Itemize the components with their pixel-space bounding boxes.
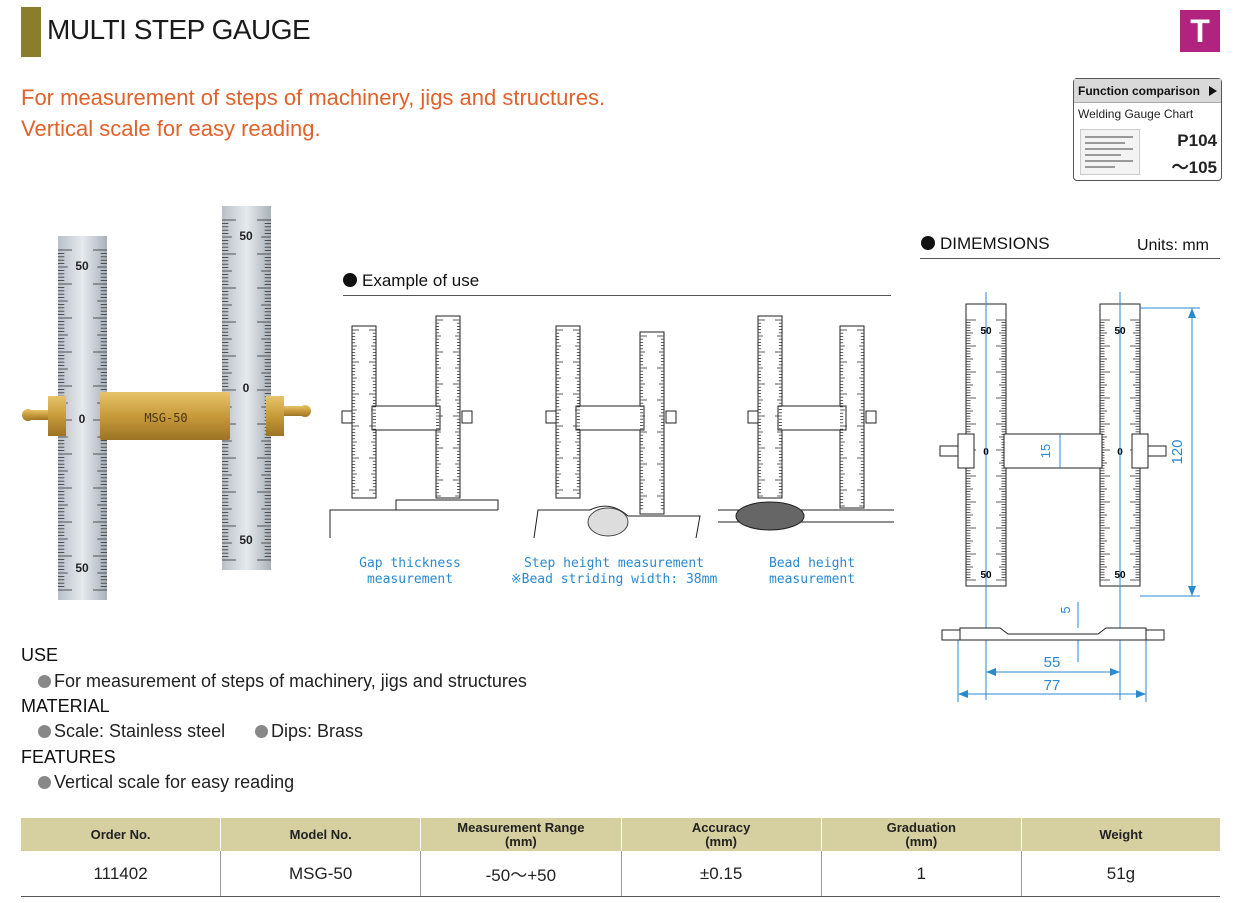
caption-step-height: Step height measurement※Bead striding wi… — [510, 556, 718, 587]
cell-model-no: MSG-50 — [220, 851, 422, 897]
material-item-dips: Dips: Brass — [255, 721, 363, 742]
tagline-line-1: For measurement of steps of machinery, j… — [21, 85, 606, 110]
col-order-no: Order No. — [21, 818, 222, 851]
bullet-icon — [38, 675, 51, 688]
dim-top-view — [959, 627, 1147, 641]
dim-slider — [1003, 433, 1103, 469]
spec-table-header-row: Order No. Model No. Measurement Range(mm… — [21, 818, 1220, 851]
features-item: Vertical scale for easy reading — [38, 772, 294, 793]
right-dip — [266, 396, 284, 436]
chart-thumbnail-icon — [1080, 129, 1140, 175]
example-divider — [343, 295, 891, 296]
right-screw — [284, 406, 306, 416]
function-comparison-subtitle: Welding Gauge Chart — [1078, 107, 1194, 121]
use-heading: USE — [21, 645, 59, 665]
col-weight: Weight — [1021, 818, 1220, 851]
function-comparison-box[interactable]: Function comparison Welding Gauge Chart … — [1073, 78, 1222, 181]
left-scale-top-number: 50 — [75, 259, 89, 273]
example-gap-thickness — [329, 315, 499, 538]
right-scale-top-number: 50 — [239, 229, 253, 243]
model-engraving: MSG-50 — [144, 411, 187, 425]
units-label: Units: mm — [1137, 237, 1209, 254]
right-scale-zero: 0 — [243, 381, 250, 395]
cell-graduation: 1 — [821, 851, 1022, 897]
dimensions-divider — [920, 258, 1220, 259]
left-dip — [48, 396, 66, 436]
example-step-height — [533, 325, 701, 539]
dim-scale-ticks — [966, 319, 1140, 581]
dim-height-label: 120 — [1169, 439, 1186, 464]
left-scale-bottom-number: 50 — [75, 561, 89, 575]
spec-table: Order No. Model No. Measurement Range(mm… — [21, 818, 1220, 897]
cell-order-no: 111402 — [21, 851, 222, 897]
bullet-icon — [38, 725, 51, 738]
function-comparison-page-end: ～105 — [1171, 158, 1217, 177]
category-badge[interactable]: T — [1180, 10, 1220, 52]
dimensions-drawing: 50 0 50 50 0 50 120 15 5 55 77 — [939, 292, 1200, 702]
right-scale-bottom-number: 50 — [239, 533, 253, 547]
left-screw — [26, 410, 48, 420]
use-item: For measurement of steps of machinery, j… — [38, 671, 527, 692]
arrow-right-icon — [1209, 86, 1217, 96]
cell-measurement-range: -50～+50 — [420, 851, 622, 897]
brass-slider — [100, 392, 230, 440]
title-accent-bar — [21, 7, 41, 57]
dimensions-heading: DIMEMSIONS — [921, 234, 1050, 254]
col-model-no: Model No. — [220, 818, 422, 851]
bullet-icon — [343, 273, 357, 287]
features-heading: FEATURES — [21, 747, 116, 767]
tagline-line-2: Vertical scale for easy reading. — [21, 116, 321, 141]
dim-span-label: 15 — [1038, 444, 1053, 458]
left-scale-zero: 0 — [79, 412, 86, 426]
bullet-icon — [38, 776, 51, 789]
page-title: MULTI STEP GAUGE — [47, 14, 311, 45]
bullet-icon — [255, 725, 268, 738]
material-item-scale: Scale: Stainless steel — [38, 721, 225, 742]
example-bead-height — [718, 315, 894, 531]
bullet-icon — [921, 236, 935, 250]
dim-step-label: 5 — [1058, 606, 1073, 613]
col-measurement-range: Measurement Range(mm) — [420, 818, 622, 851]
function-comparison-heading: Function comparison — [1074, 79, 1221, 103]
col-accuracy: Accuracy(mm) — [621, 818, 822, 851]
example-scale-ticks — [352, 319, 864, 510]
function-comparison-page-start: P104 — [1177, 131, 1217, 150]
dim-inner-width-label: 55 — [1044, 654, 1061, 671]
product-photo: 50 0 50 50 0 50 MSG-50 — [22, 206, 311, 600]
col-graduation: Graduation(mm) — [821, 818, 1022, 851]
example-of-use-heading: Example of use — [343, 271, 479, 291]
dim-outer-width-label: 77 — [1044, 677, 1061, 694]
material-heading: MATERIAL — [21, 696, 110, 716]
example-of-use-illustrations — [329, 315, 894, 539]
cell-weight: 51g — [1021, 851, 1220, 897]
table-row: 111402 MSG-50 -50～+50 ±0.15 1 51g — [21, 851, 1220, 897]
cell-accuracy: ±0.15 — [621, 851, 822, 897]
